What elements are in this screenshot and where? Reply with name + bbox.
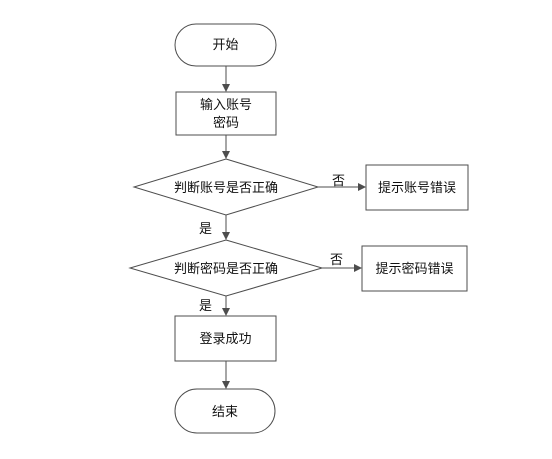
label-yes-password: 是 [199, 299, 212, 314]
label-no-account: 否 [332, 174, 345, 189]
input-node: 输入账号 密码 [175, 91, 277, 136]
input-label-line2: 密码 [213, 115, 239, 131]
arrowhead-check-password-to-success [222, 308, 230, 316]
end-label: 结束 [212, 405, 238, 420]
check-account-node: 判断账号是否正确 [132, 158, 320, 216]
password-error-label: 提示密码错误 [375, 261, 453, 277]
input-label-line1: 输入账号 [200, 97, 252, 113]
password-error-node: 提示密码错误 [361, 245, 468, 292]
label-no-password: 否 [330, 253, 343, 268]
start-label: 开始 [212, 38, 238, 53]
arrowhead-check-account-to-error [358, 183, 366, 191]
end-node: 结束 [174, 388, 276, 434]
input-shape [175, 91, 277, 136]
check-password-node: 判断密码是否正确 [128, 239, 324, 297]
arrowhead-input-to-check-account [222, 151, 230, 159]
account-error-label: 提示账号错误 [378, 180, 456, 196]
start-node: 开始 [174, 23, 277, 67]
edge-labels: 否 是 否 是 [199, 174, 345, 314]
arrowhead-check-account-to-check-password [222, 232, 230, 240]
check-password-shape [128, 239, 324, 297]
login-success-node: 登录成功 [174, 315, 277, 362]
login-success-shape [174, 315, 277, 362]
login-success-label: 登录成功 [199, 332, 251, 347]
arrowhead-start-to-input [222, 84, 230, 92]
connectors [222, 66, 366, 389]
arrowhead-success-to-end [222, 381, 230, 389]
check-account-label: 判断账号是否正确 [174, 181, 278, 196]
account-error-shape [365, 164, 469, 211]
arrowhead-check-password-to-error [354, 264, 362, 272]
label-yes-account: 是 [199, 222, 212, 237]
start-shape [174, 23, 277, 67]
check-account-shape [132, 158, 320, 216]
end-shape [174, 388, 276, 434]
password-error-shape [361, 245, 468, 292]
account-error-node: 提示账号错误 [365, 164, 469, 211]
check-password-label: 判断密码是否正确 [174, 261, 278, 277]
